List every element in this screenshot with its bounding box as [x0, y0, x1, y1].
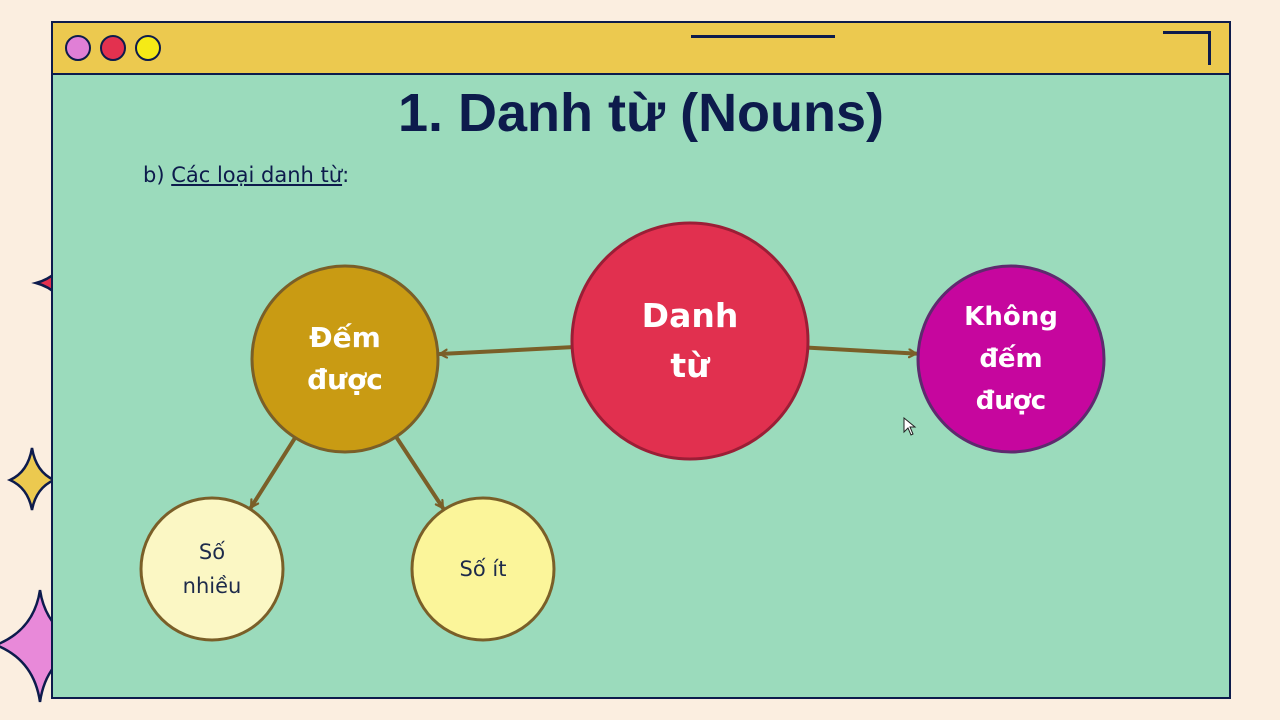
node-uncountable-label-line: đếm: [979, 344, 1043, 374]
node-uncountable-label-line: được: [975, 386, 1047, 416]
yellow-sparkle-icon: [6, 447, 58, 511]
arrow-countable-to-plural: [249, 435, 298, 510]
node-plural-circle: [139, 496, 285, 642]
titlebar-corner-mark: [1163, 31, 1211, 65]
node-singular-label-line: Số ít: [459, 557, 507, 581]
node-countable-label: Đếm được: [252, 266, 438, 452]
subtitle-link[interactable]: Các loại danh từ: [171, 163, 343, 187]
pink-window-dot: [65, 35, 91, 61]
node-root-label: Danh từ: [572, 223, 808, 459]
window-titlebar: [53, 23, 1229, 75]
arrow-root-to-uncountable: [805, 345, 919, 354]
node-uncountable-circle: [916, 264, 1106, 454]
yellow-window-dot: [135, 35, 161, 61]
titlebar-line: [691, 35, 835, 38]
arrow-countable-to-singular: [394, 434, 445, 510]
node-plural-label-line: Số: [198, 540, 226, 564]
node-uncountable-label-line: Không: [964, 302, 1058, 332]
slide-subtitle: b) Các loại danh từ:: [143, 163, 349, 187]
node-plural-label-line: nhiều: [182, 574, 242, 598]
subtitle-suffix: :: [342, 163, 350, 187]
node-countable-label-line: Đếm: [309, 321, 381, 354]
arrow-root-to-countable: [437, 345, 575, 354]
node-plural-label: Số nhiều: [141, 498, 283, 640]
subtitle-prefix: b): [143, 163, 172, 187]
node-root-circle: [570, 221, 810, 461]
slide-title: 1. Danh từ (Nouns): [397, 83, 885, 143]
node-singular-circle: [410, 496, 556, 642]
node-singular-label: Số ít: [412, 498, 554, 640]
mouse-cursor-icon: [903, 417, 917, 436]
node-uncountable-label: Không đếm được: [918, 266, 1104, 452]
node-root-label-line: Danh: [641, 296, 739, 335]
node-countable-circle: [250, 264, 440, 454]
node-root-label-line: từ: [670, 346, 710, 385]
red-window-dot: [100, 35, 126, 61]
node-countable-label-line: được: [307, 363, 383, 396]
